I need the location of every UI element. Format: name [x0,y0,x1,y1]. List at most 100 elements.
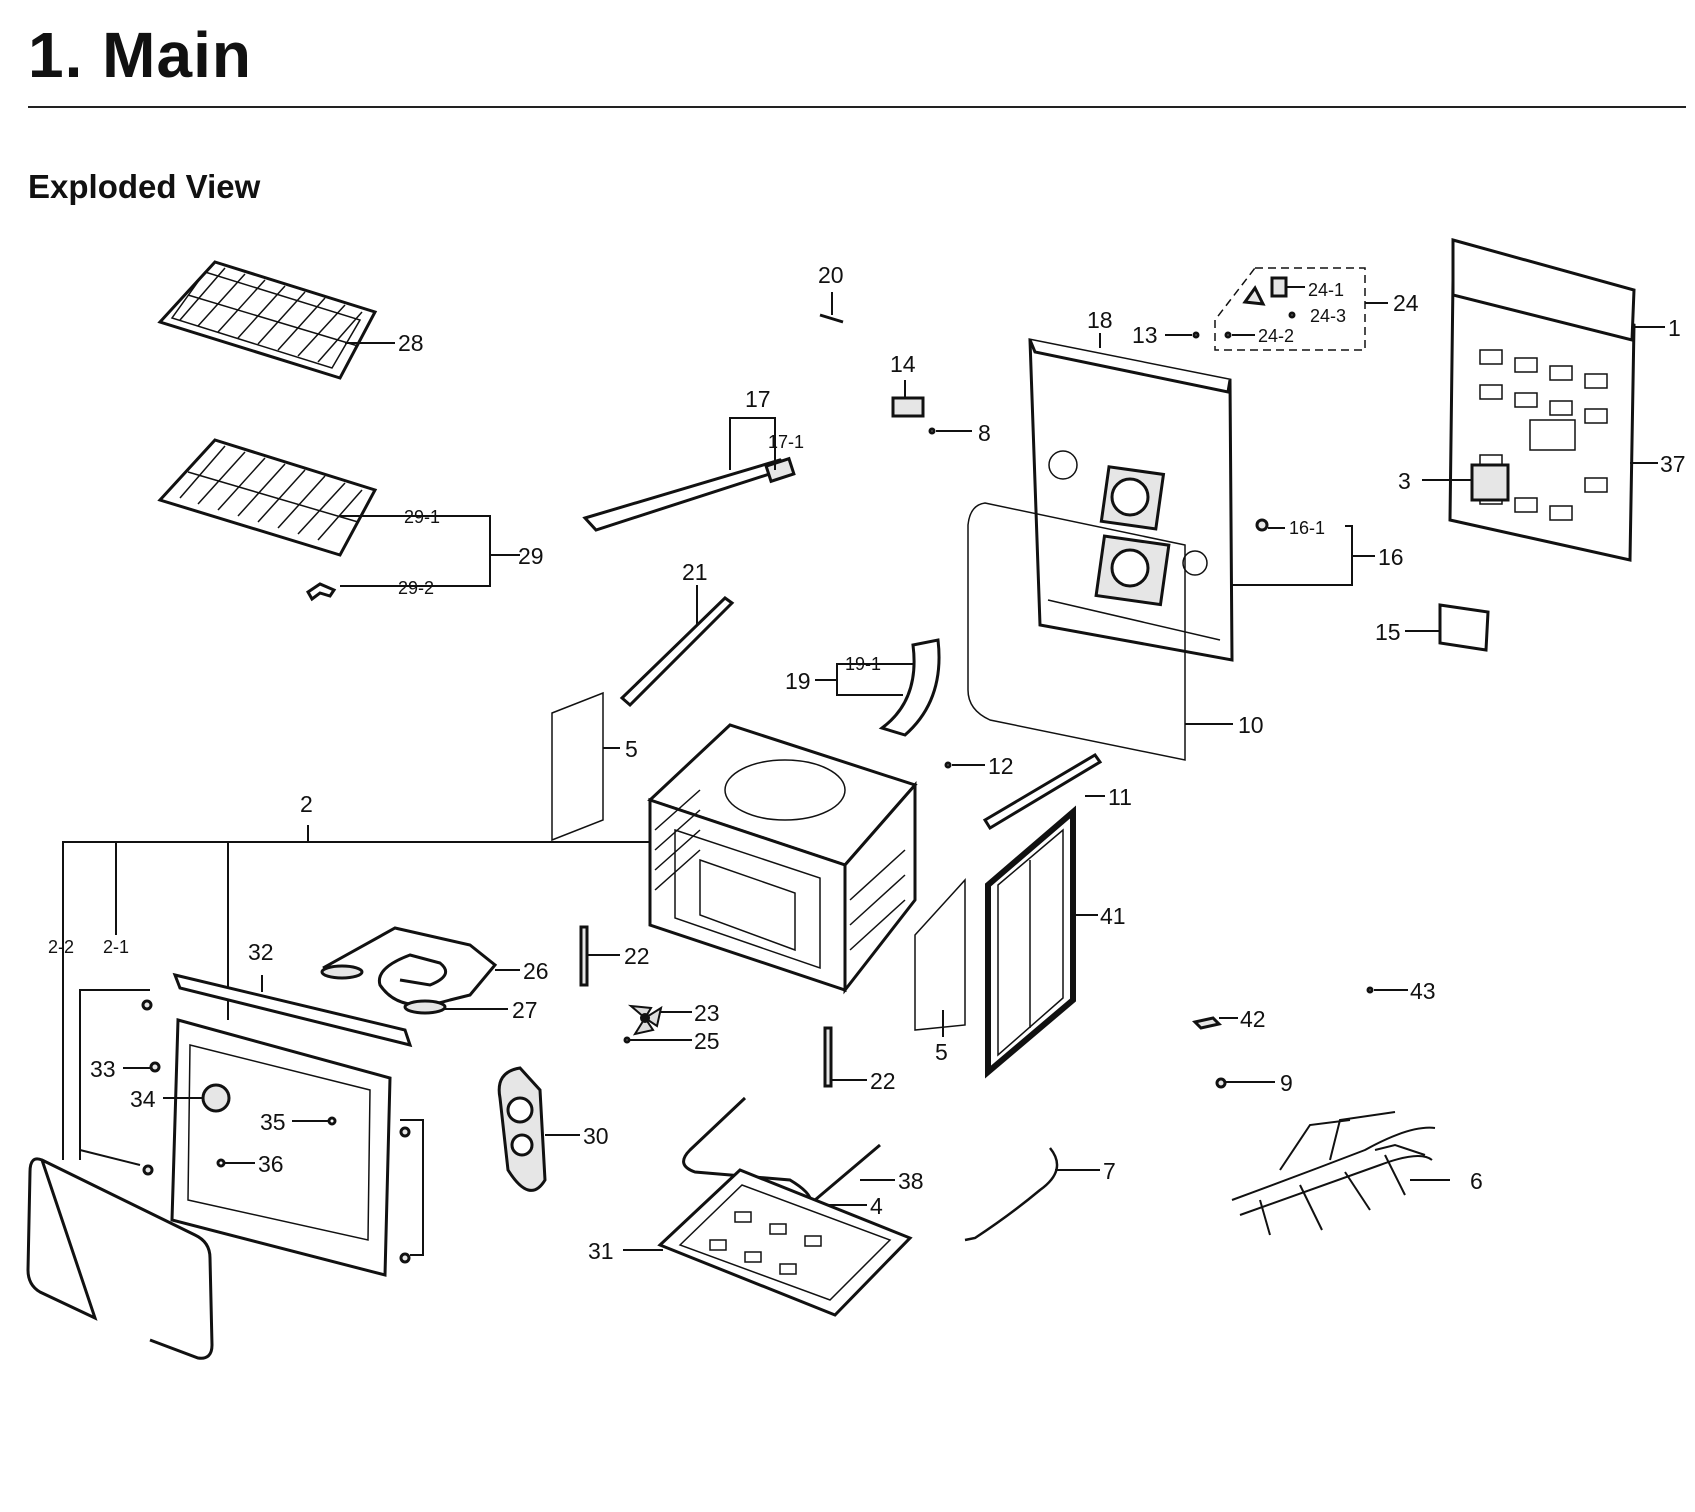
label-22a: 22 [624,943,650,969]
part-36-screw [216,1158,226,1168]
part-28-oven-rack [157,260,378,380]
label-17-1: 17-1 [768,432,804,452]
part-23-convection-fan [627,1004,663,1036]
part-31-bottom-tray [657,1168,913,1317]
label-17: 17 [745,386,771,412]
label-24-3: 24-3 [1310,306,1346,326]
page-title: 1. Main [28,19,252,91]
label-15: 15 [1375,619,1401,645]
label-29-2: 29-2 [398,578,434,598]
label-30: 30 [583,1123,609,1149]
label-24-1: 24-1 [1308,280,1344,300]
group-24-outline [1214,267,1366,351]
label-22b: 22 [870,1068,896,1094]
label-20: 20 [818,262,844,288]
label-25: 25 [694,1028,720,1054]
part-25-nut [623,1036,631,1044]
part-22-rack-guide-a [579,925,589,987]
leader-29-bracket [340,515,491,587]
part-30-convection-cover [497,1066,547,1192]
label-42: 42 [1240,1006,1266,1032]
part-2-2-door-gasket [26,1157,214,1360]
label-5b: 5 [935,1039,948,1065]
label-21: 21 [682,559,708,585]
part-13-screw [1192,331,1200,339]
part-8-screw [928,427,936,435]
part-29-1-oven-rack [157,438,378,557]
part-14-switch [891,396,925,418]
section-subtitle: Exploded View [28,168,261,205]
part-19-1-duct [878,638,941,737]
label-14: 14 [890,351,916,377]
part-41-door-glass [985,805,1076,1079]
label-18: 18 [1087,307,1113,333]
label-31: 31 [588,1238,614,1264]
part-22-rack-guide-b [823,1026,833,1088]
label-19-1: 19-1 [845,654,881,674]
label-2: 2 [300,791,313,817]
part-3-terminal-block [1470,463,1510,502]
part-26-bake-element [322,926,498,1007]
part-15-bracket [1438,603,1490,652]
label-29-1: 29-1 [404,507,440,527]
label-28: 28 [398,330,424,356]
label-19: 19 [785,668,811,694]
part-12-screw [944,761,952,769]
part-2-1-inner-door [170,1018,392,1277]
leader-17 [729,417,776,470]
label-8: 8 [978,420,991,446]
label-16: 16 [1378,544,1404,570]
label-10: 10 [1238,712,1264,738]
label-37: 37 [1660,451,1686,477]
label-4: 4 [870,1193,883,1219]
part-38-temperature-sensor [814,1143,881,1202]
part-21-rail [619,596,735,708]
part-42-clip [1192,1016,1222,1030]
label-13: 13 [1132,322,1158,348]
part-27-element-bracket [320,964,364,980]
label-12: 12 [988,753,1014,779]
label-35: 35 [260,1109,286,1135]
part-17-bracket [582,456,796,532]
part-18-back-panel [1028,338,1234,662]
label-7: 7 [1103,1158,1116,1184]
part-35-screw [327,1116,337,1126]
label-29: 29 [518,543,544,569]
label-32: 32 [248,939,274,965]
label-16-1: 16-1 [1289,518,1325,538]
label-9: 9 [1280,1070,1293,1096]
part-37-rear-cover [1448,238,1636,562]
part-20-screw [819,313,844,324]
label-2-2: 2-2 [48,937,74,957]
label-36: 36 [258,1151,284,1177]
part-32-door-trim [172,972,413,1048]
label-11: 11 [1108,784,1132,810]
label-27: 27 [512,997,538,1023]
label-1: 1 [1668,315,1681,341]
part-16-1-connector [1255,518,1269,532]
part-11-rail [982,753,1103,831]
label-23: 23 [694,1000,720,1026]
label-33: 33 [90,1056,116,1082]
part-5-insulation-right [914,878,966,1031]
part-43-screw [1366,986,1374,994]
part-7-wire [964,1147,1059,1242]
part-29-2-rack-clip [306,582,337,602]
label-24: 24 [1393,290,1419,316]
part-10-insulation [967,502,1186,761]
title-divider [28,106,1686,108]
part-33-screw [141,999,153,1011]
label-3: 3 [1398,468,1411,494]
part-24-1-sensor [1242,276,1288,306]
label-43: 43 [1410,978,1436,1004]
part-5-insulation-left [551,691,604,842]
label-24-2: 24-2 [1258,326,1294,346]
label-5a: 5 [625,736,638,762]
label-6: 6 [1470,1168,1483,1194]
part-6-wire-harness [1231,1111,1436,1236]
oven-cavity [647,723,918,995]
label-38: 38 [898,1168,924,1194]
leader-2 [62,841,650,1160]
label-2-1: 2-1 [103,937,129,957]
label-41: 41 [1100,903,1126,929]
